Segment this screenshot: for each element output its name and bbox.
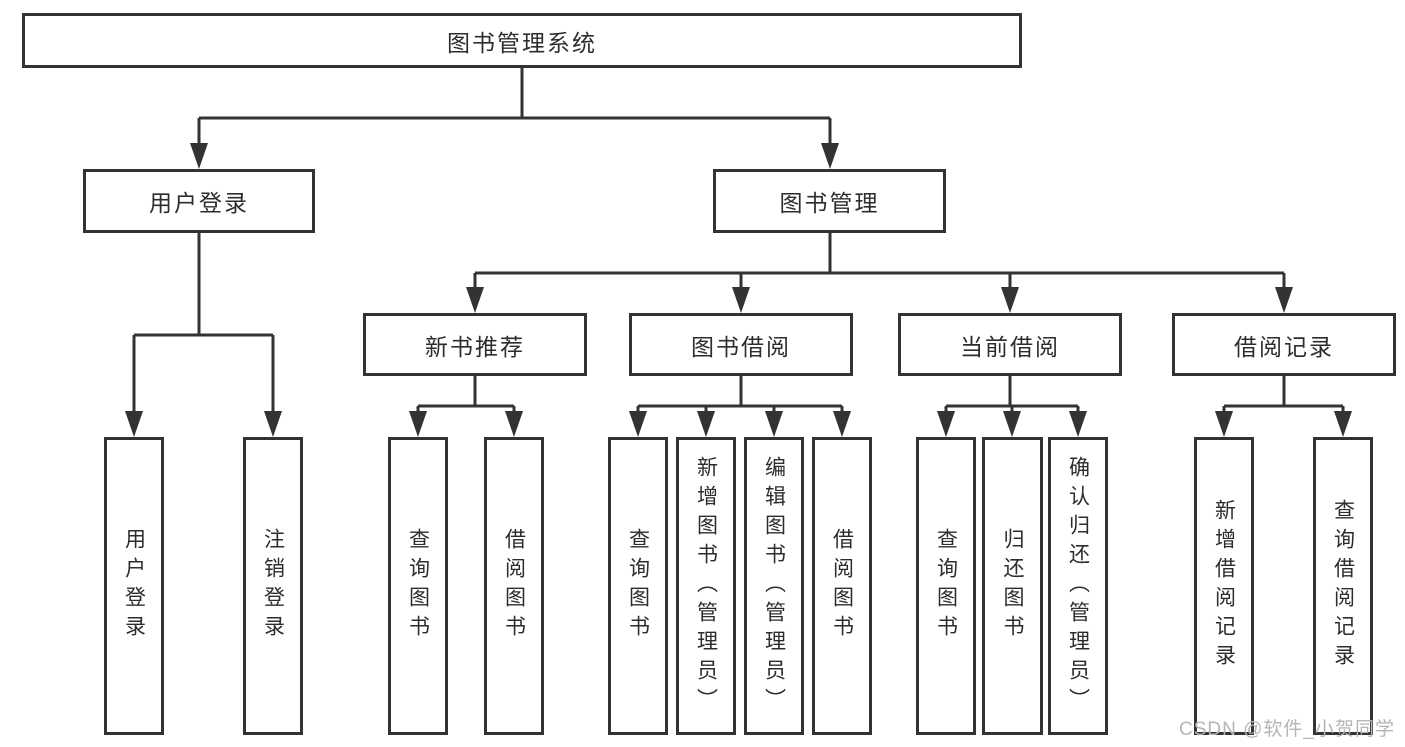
leaf-query-book-borrowing: 查询图书 bbox=[608, 437, 668, 735]
node-label: 查询图书 bbox=[406, 528, 430, 644]
leaf-logout: 注销登录 bbox=[243, 437, 303, 735]
leaf-confirm-return-admin: 确认归还（管理员） bbox=[1048, 437, 1108, 735]
node-label: 查询借阅记录 bbox=[1331, 499, 1355, 673]
leaf-query-book-current: 查询图书 bbox=[916, 437, 976, 735]
leaf-query-book-recommend: 查询图书 bbox=[388, 437, 448, 735]
node-label: 借阅图书 bbox=[830, 528, 854, 644]
node-label: 归还图书 bbox=[1001, 528, 1024, 644]
node-label: 用户登录 bbox=[149, 190, 249, 216]
arrowheads bbox=[125, 143, 1352, 437]
leaf-query-borrow-record: 查询借阅记录 bbox=[1313, 437, 1373, 735]
leaf-borrow-book-recommend: 借阅图书 bbox=[484, 437, 544, 735]
csdn-watermark: CSDN @软件_小贺同学 bbox=[1179, 719, 1395, 740]
node-label: 图书管理系统 bbox=[447, 29, 597, 56]
node-current-borrowing: 当前借阅 bbox=[898, 313, 1122, 376]
node-label: 查询图书 bbox=[626, 528, 650, 644]
leaf-user-login: 用户登录 bbox=[104, 437, 164, 735]
leaf-edit-book-admin: 编辑图书（管理员） bbox=[744, 437, 804, 735]
leaf-add-borrow-record: 新增借阅记录 bbox=[1194, 437, 1254, 735]
node-label: 图书借阅 bbox=[691, 333, 791, 360]
node-label: 查询图书 bbox=[934, 528, 958, 644]
node-label: 确认归还（管理员） bbox=[1066, 455, 1090, 717]
node-label: 新增借阅记录 bbox=[1212, 499, 1236, 673]
tree-edges bbox=[132, 68, 1345, 414]
node-new-book-recommend: 新书推荐 bbox=[363, 313, 587, 376]
node-label: 图书管理 bbox=[779, 190, 880, 216]
node-label: 借阅图书 bbox=[502, 528, 526, 644]
node-root-system: 图书管理系统 bbox=[22, 13, 1022, 68]
leaf-borrow-book: 借阅图书 bbox=[812, 437, 872, 735]
leaf-return-book: 归还图书 bbox=[982, 437, 1043, 735]
node-label: 编辑图书（管理员） bbox=[762, 455, 786, 717]
node-label: 注销登录 bbox=[261, 528, 285, 644]
node-label: 用户登录 bbox=[122, 528, 146, 644]
node-borrow-records: 借阅记录 bbox=[1172, 313, 1396, 376]
node-label: 新增图书（管理员） bbox=[694, 455, 718, 717]
node-user-login: 用户登录 bbox=[83, 169, 315, 233]
node-label: 借阅记录 bbox=[1234, 333, 1334, 360]
leaf-add-book-admin: 新增图书（管理员） bbox=[676, 437, 736, 735]
node-book-management: 图书管理 bbox=[713, 169, 946, 233]
node-book-borrowing: 图书借阅 bbox=[629, 313, 853, 376]
node-label: 当前借阅 bbox=[960, 333, 1060, 360]
node-label: 新书推荐 bbox=[425, 333, 525, 360]
